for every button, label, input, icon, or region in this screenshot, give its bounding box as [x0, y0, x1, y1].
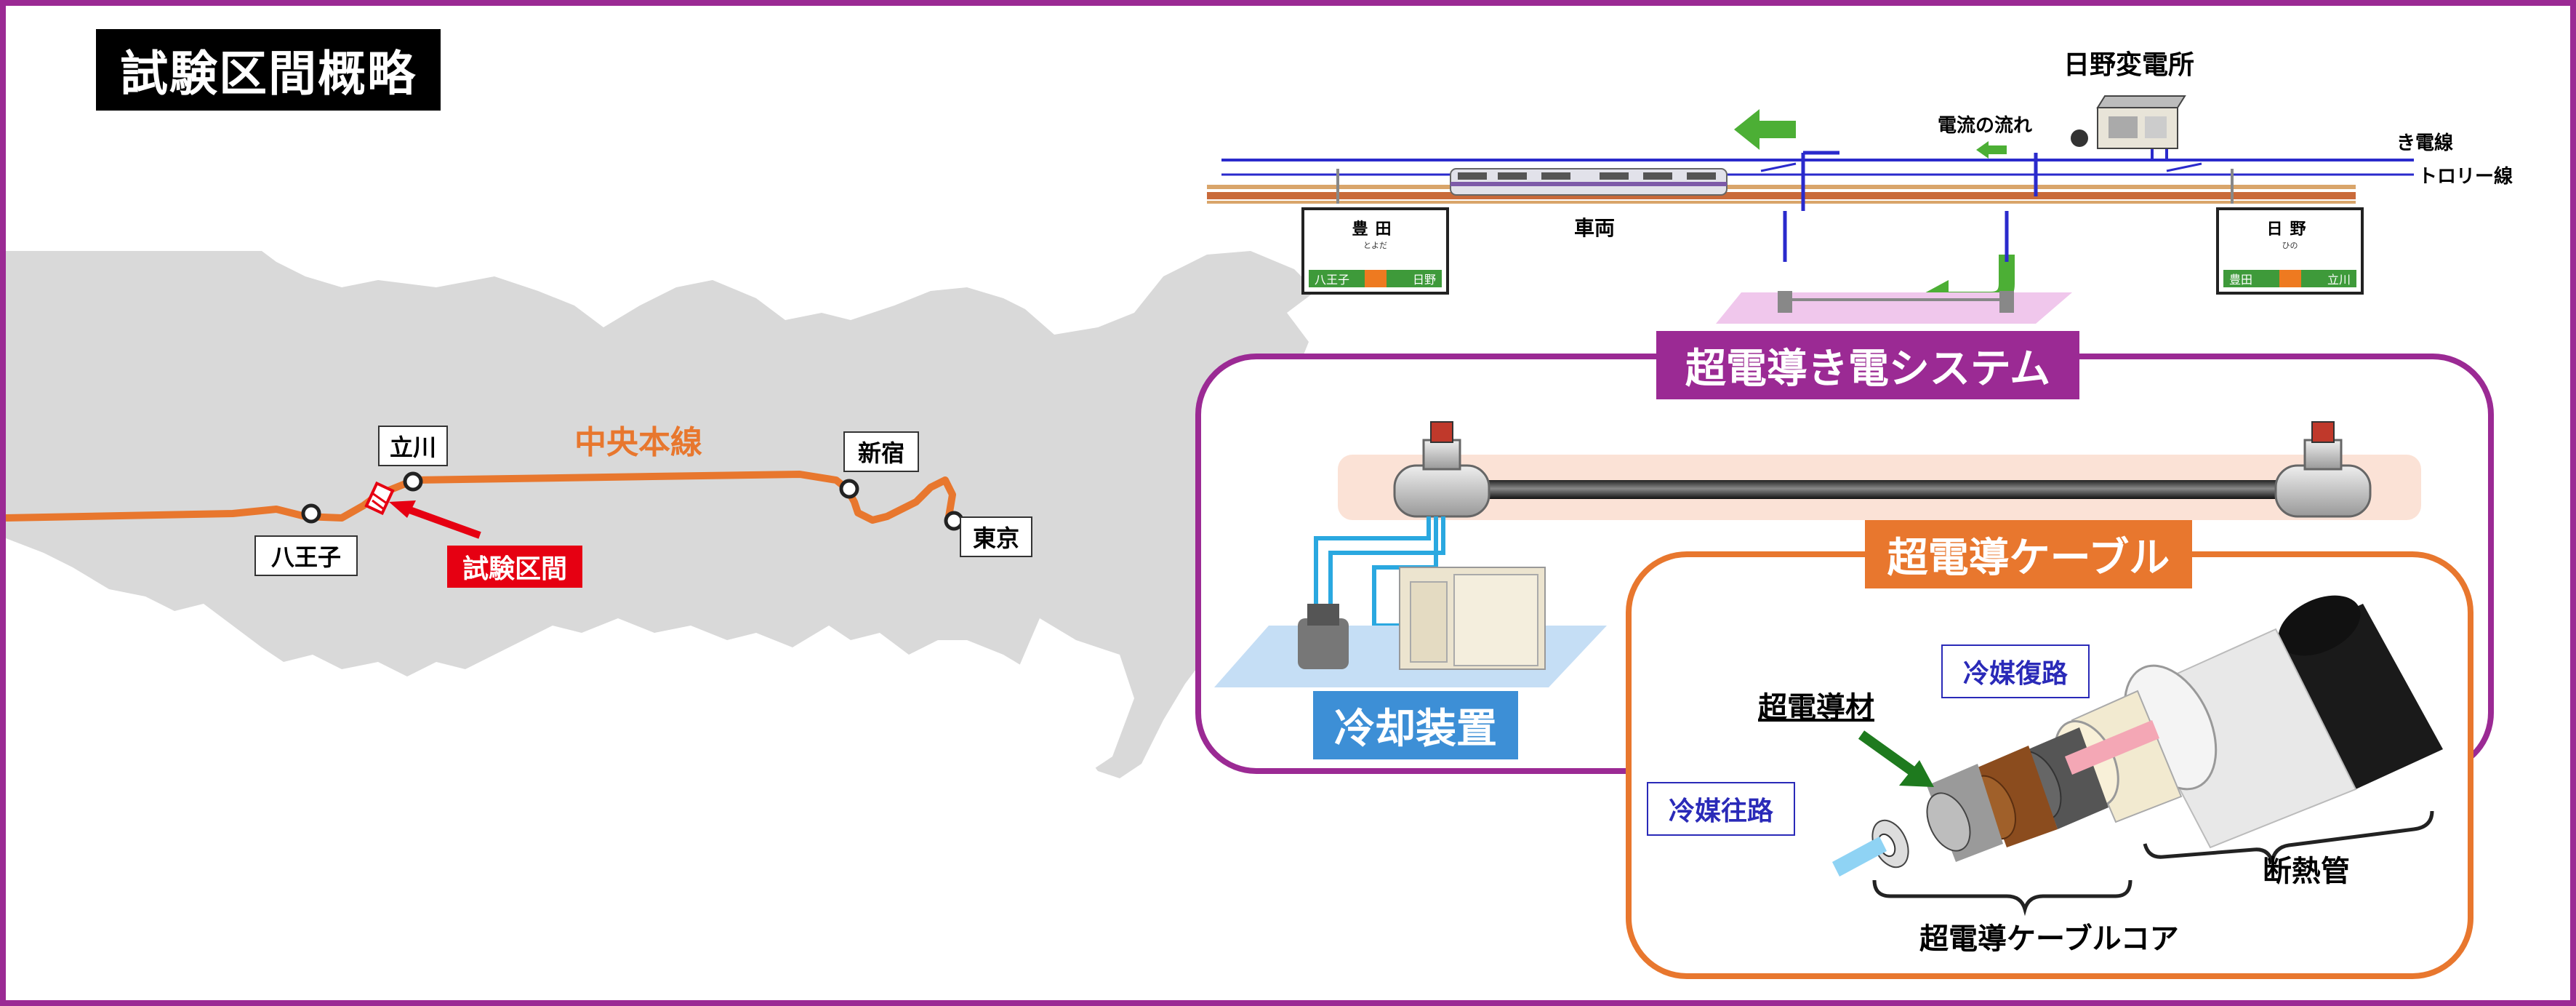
- rail-track: [1207, 192, 2356, 199]
- superconductor-arrow: [1858, 730, 1916, 775]
- line-name-label: 中央本線: [574, 424, 702, 461]
- page-title: 試験区間概略: [96, 29, 441, 111]
- station-sign-left: 八王子: [1315, 273, 1350, 287]
- system-base: [1716, 292, 2072, 324]
- cooling-unit: [1399, 567, 1546, 670]
- vehicle-label: 車両: [1574, 216, 1616, 240]
- hino-substation: [2071, 95, 2186, 149]
- station-sign-left: 豊田: [2229, 273, 2253, 287]
- station-sign-furigana: とよだ: [1363, 241, 1387, 250]
- cable-core-label: 超電導ケーブルコア: [1919, 922, 2179, 956]
- station-dot-shinjuku: [839, 479, 859, 499]
- station-sign-right: 日野: [1412, 273, 1436, 287]
- station-sign-toyoda: 豊田 とよだ 八王子 日野: [1301, 207, 1449, 295]
- cable-terminal-left: [1393, 421, 1490, 518]
- coolant-supply-label: 冷媒往路: [1647, 782, 1795, 836]
- station-sign-name: 豊田: [1352, 220, 1399, 239]
- cable-banner: 超電導ケーブル: [1865, 520, 2192, 588]
- station-sign-hino: 日野 ひの 豊田 立川: [2216, 207, 2364, 295]
- test-section-arrow: [402, 504, 481, 539]
- station-label-hachioji: 八王子: [254, 535, 358, 576]
- cooling-label: 冷却装置: [1313, 691, 1518, 759]
- feeder-pole-2: [2005, 153, 2038, 262]
- feeder-pole-1: [1783, 151, 1839, 262]
- train-vehicle: [1450, 168, 1728, 196]
- current-flow-label: 電流の流れ: [1938, 115, 2033, 137]
- coolant-return-flow: [2065, 720, 2159, 775]
- insulation-brace: [2143, 810, 2434, 863]
- coolant-supply-flow: [1832, 837, 1887, 877]
- cooling-pump: [1298, 604, 1349, 669]
- system-banner: 超電導き電システム: [1656, 331, 2079, 399]
- tokyo-map: [6, 251, 1331, 778]
- station-sign-right: 立川: [2327, 273, 2351, 287]
- test-section-label: 試験区間: [447, 546, 582, 588]
- cable-terminal-right: [2274, 421, 2372, 518]
- insulation-pipe-label: 断熱管: [2263, 855, 2350, 888]
- coolant-return-label: 冷媒復路: [1941, 644, 2090, 698]
- station-dot-hachioji: [301, 503, 321, 524]
- current-arrow-small: [1976, 141, 2007, 159]
- feeder-label: き電線: [2396, 132, 2454, 154]
- substation-label: 日野変電所: [2063, 50, 2195, 80]
- superconductor-label: 超電導材: [1758, 691, 1874, 724]
- core-brace: [1872, 879, 2132, 917]
- trolley-label: トロリー線: [2418, 166, 2513, 188]
- station-label-tachikawa: 立川: [378, 426, 448, 466]
- station-sign-furigana: ひの: [2282, 241, 2298, 250]
- station-label-tokyo: 東京: [960, 516, 1032, 557]
- station-dot-tachikawa: [403, 471, 423, 492]
- station-sign-name: 日野: [2266, 220, 2314, 239]
- cable-cross-section: [1871, 595, 2443, 869]
- current-arrow-large: [1734, 109, 1796, 150]
- superconducting-cable: [1483, 480, 2283, 499]
- station-label-shinjuku: 新宿: [843, 431, 919, 472]
